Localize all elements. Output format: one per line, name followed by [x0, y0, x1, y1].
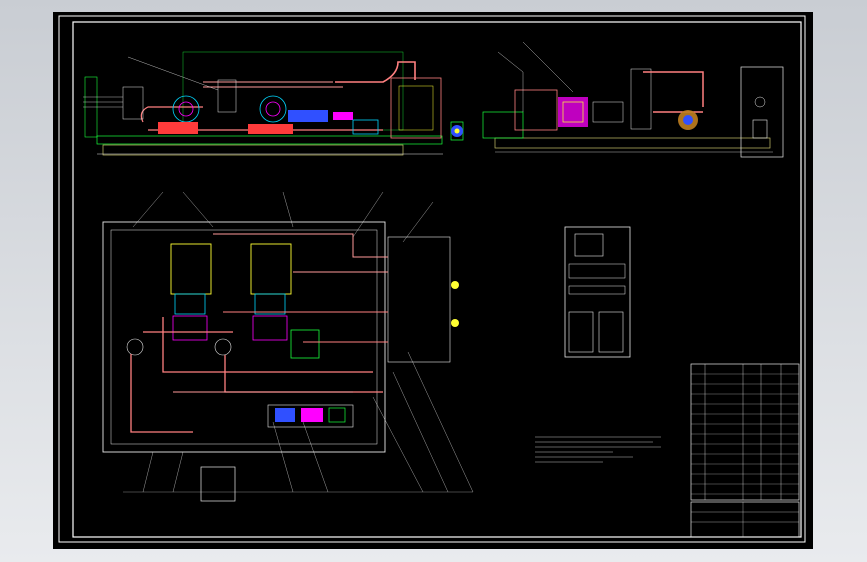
plan-view	[102, 191, 474, 502]
control-cabinet-view	[564, 226, 631, 358]
parts-list-table	[690, 363, 800, 501]
notes-block	[535, 436, 661, 463]
front-elevation-view	[83, 51, 464, 156]
drawing-canvas	[58, 15, 806, 543]
inner-border	[72, 21, 802, 538]
side-elevation-view	[482, 41, 784, 158]
outer-border	[58, 15, 806, 543]
title-block	[690, 501, 800, 538]
drawing-sheet[interactable]	[53, 12, 813, 549]
